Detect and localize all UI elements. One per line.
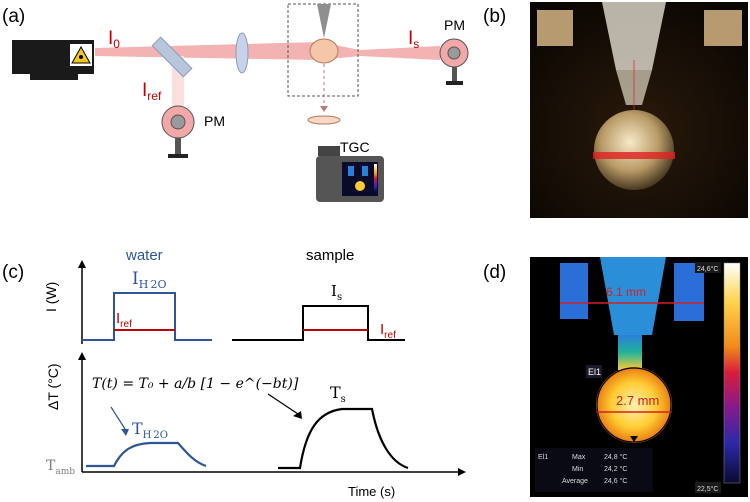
roi-marker [630,436,638,442]
ir-arrow [320,106,328,112]
bottom-ylabel: ΔT (°C) [45,363,61,410]
pipette-tip [317,4,331,38]
iref-right-label: Iref [380,321,396,341]
laser-beam-out [360,46,440,60]
pm-bottom-sensor [170,114,186,130]
stat-value-average: 24,6 °C [604,477,627,485]
camera-screen-right [362,166,368,176]
ir-lens [307,115,341,125]
iref-label: Iref [142,80,162,103]
panel-c: (c) water sample I (W) IH 2O Iref Is Ire… [2,247,466,499]
photo-droplet [594,110,674,190]
thermal-neck [618,335,642,370]
panel-a-label: (a) [2,6,25,27]
bottom-y-arrow [78,352,86,360]
pm-right-label: PM [444,17,465,33]
beam-splitter [151,36,193,78]
photo-laser-line [593,152,675,159]
camera-screen-scale [374,164,377,192]
pm-right-sensor [447,46,461,60]
photo-holder-right [704,10,742,46]
thermal-droplet [596,367,672,443]
stats-box [535,448,653,492]
photo-holder-left [537,10,573,46]
panel-b: (b) [483,2,748,218]
x-axis-label: Time (s) [348,484,395,499]
scale-min-label: 22,5°C [697,485,718,493]
el1-tag: El1 [588,367,601,377]
tamb-label: Tamb [46,458,75,477]
camera-screen-droplet [355,181,365,191]
stat-value-max: 24,8 °C [604,453,627,461]
water-temperature-trace [86,441,207,468]
scale-min-box [695,482,721,493]
equation: T(t) = T₀ + a/b [1 − e^(−bt)] [92,376,299,392]
t-h2o-label: TH 2O [132,419,168,441]
el1-tag-box [586,365,602,378]
water-label: water [125,247,163,264]
panel-c-label: (c) [2,262,24,283]
top-y-arrow [78,260,86,268]
thermal-pipette [600,257,666,335]
pm-bottom-base [168,154,188,158]
pm-right-base [446,81,463,85]
scale-max-label: 24,6°C [697,265,718,273]
stat-name-min: Min [572,466,583,473]
panel-d: (d) 6.1 mm 2.7 mm El1 24,6°C 22,5°C El1 … [483,257,748,497]
stat-value-min: 24,2 °C [604,465,627,473]
top-ylabel: I (W) [43,282,59,312]
stats-el1: El1 [538,454,548,461]
photo-pipette [602,2,666,70]
is-label: Is [408,28,419,51]
panel-a: (a) TGC PM [2,3,469,202]
focusing-lens [235,32,249,74]
stat-name-average: Average [562,478,588,485]
droplet [309,38,339,64]
sample-arrowhead [293,411,302,419]
sample-label: sample [306,247,354,264]
i-h2o-label: IH 2O [132,269,167,291]
scale-max-box [695,262,721,273]
pm-bottom-post [175,138,181,154]
sample-arrow [267,393,299,415]
water-arrow [110,406,126,430]
pm-bottom-label: PM [204,113,225,129]
dimension-label-2: 2.7 mm [616,393,659,408]
laser-base [30,74,78,80]
is-plot-label: Is [331,282,342,303]
panel-d-label: (d) [483,262,506,283]
thermal-holder-left [560,263,588,319]
sample-intensity-trace [265,305,405,341]
laser-beam-in [95,42,320,60]
dimension-label-1: 6.1 mm [606,285,646,299]
sample-temperature-trace [278,407,409,470]
tgc-label: TGC [340,139,370,155]
thermal-color-scale [723,262,741,484]
camera-top [318,146,340,156]
i0-label: I0 [108,28,120,51]
water-intensity-trace [82,292,212,341]
camera-screen-left [348,166,354,176]
laser-warning-dot [79,55,83,59]
water-arrowhead [121,429,129,436]
stat-name-max: Max [572,454,586,461]
pm-right-post [452,67,457,81]
ts-label: Ts [330,383,346,405]
panel-b-label: (b) [483,6,506,27]
iref-left-label: Iref [116,310,132,330]
x-axis-arrow [458,468,466,476]
